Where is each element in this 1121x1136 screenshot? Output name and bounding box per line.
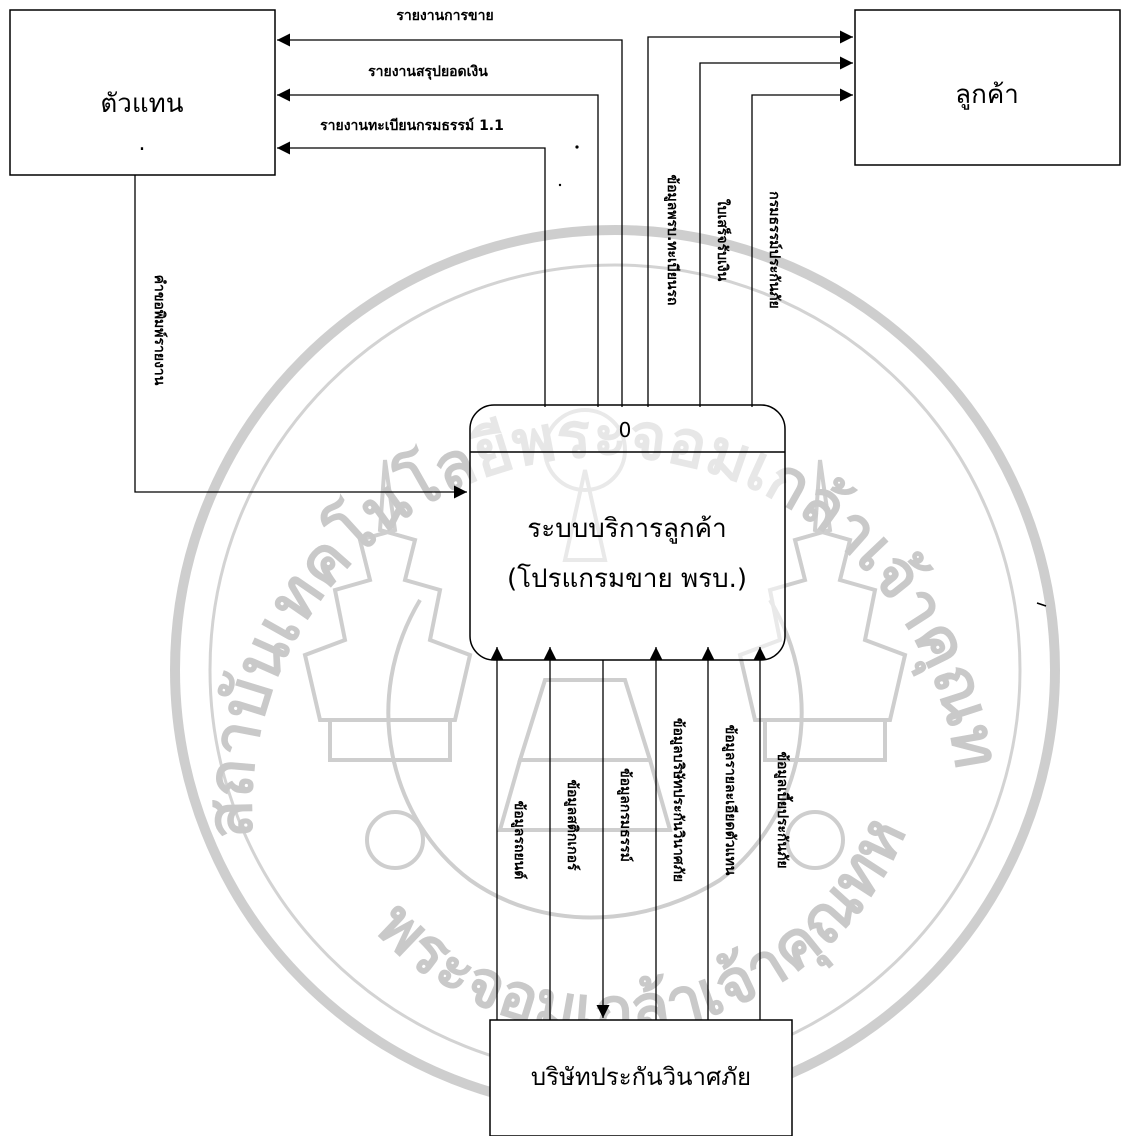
flow-label-policy-register-report: รายงานทะเบียนกรมธรรม์ 1.1 [320,117,504,134]
flow-label-premium-data: ข้อมูลเบี้ยประกันภัย [774,751,794,868]
entity-customer-label: ลูกค้า [955,80,1019,110]
entity-insurer: บริษัทประกันวินาศภัย [489,1019,793,1136]
entity-agent: ตัวแทน . [9,9,276,176]
flow-insurance-policy [751,88,853,407]
flow-label-insurance-policy: กรมธรรม์ประกันภัย [766,191,783,308]
entity-agent-label: ตัวแทน [100,89,183,119]
process-name-line1: ระบบบริการลูกค้า [527,514,726,544]
flow-label-receipt: ใบเสร็จรับเงิน [714,199,732,282]
flow-label-registration-data: ข้อมูลพรบ.ทะเบียนรถ [664,175,680,306]
stray-dash [1036,602,1047,607]
flow-sales-report [277,33,623,407]
entity-agent-mark: . [139,131,146,156]
stray-dot [575,145,579,149]
flow-policy-register-report [277,141,546,407]
flow-label-sticker-data: ข้อมูลสติกเกอร์ [564,779,581,871]
flow-label-agent-detail-data: ข้อมูลรายละเอียดตัวแทน [722,725,738,876]
flow-print-request [134,175,467,499]
entity-insurer-label: บริษัทประกันวินาศภัย [531,1063,751,1091]
flow-receipt [699,56,853,407]
flow-label-summary-report: รายงานสรุปยอดเงิน [368,64,488,80]
flow-label-insurer-data: ข้อมูลบริษัทประกันวินาศภัย [670,718,686,882]
process-number: 0 [619,418,632,442]
flow-summary-report [277,88,599,407]
process-0: 0 ระบบบริการลูกค้า (โปรแกรมขาย พรบ.) [469,404,786,661]
stray-dot [558,183,562,187]
flow-label-print-request: คำขอพิมพ์รายงาน [151,275,168,386]
process-name-line2: (โปรแกรมขาย พรบ.) [507,563,747,594]
flow-label-vehicle-data: ข้อมูลรถยนต์ [511,801,528,880]
flow-label-policy-data: ข้อมูลกรมธรรม์ [617,768,634,862]
entity-customer: ลูกค้า [854,9,1121,166]
flow-label-sales-report: รายงานการขาย [396,8,493,24]
flow-registration-data [647,30,853,407]
